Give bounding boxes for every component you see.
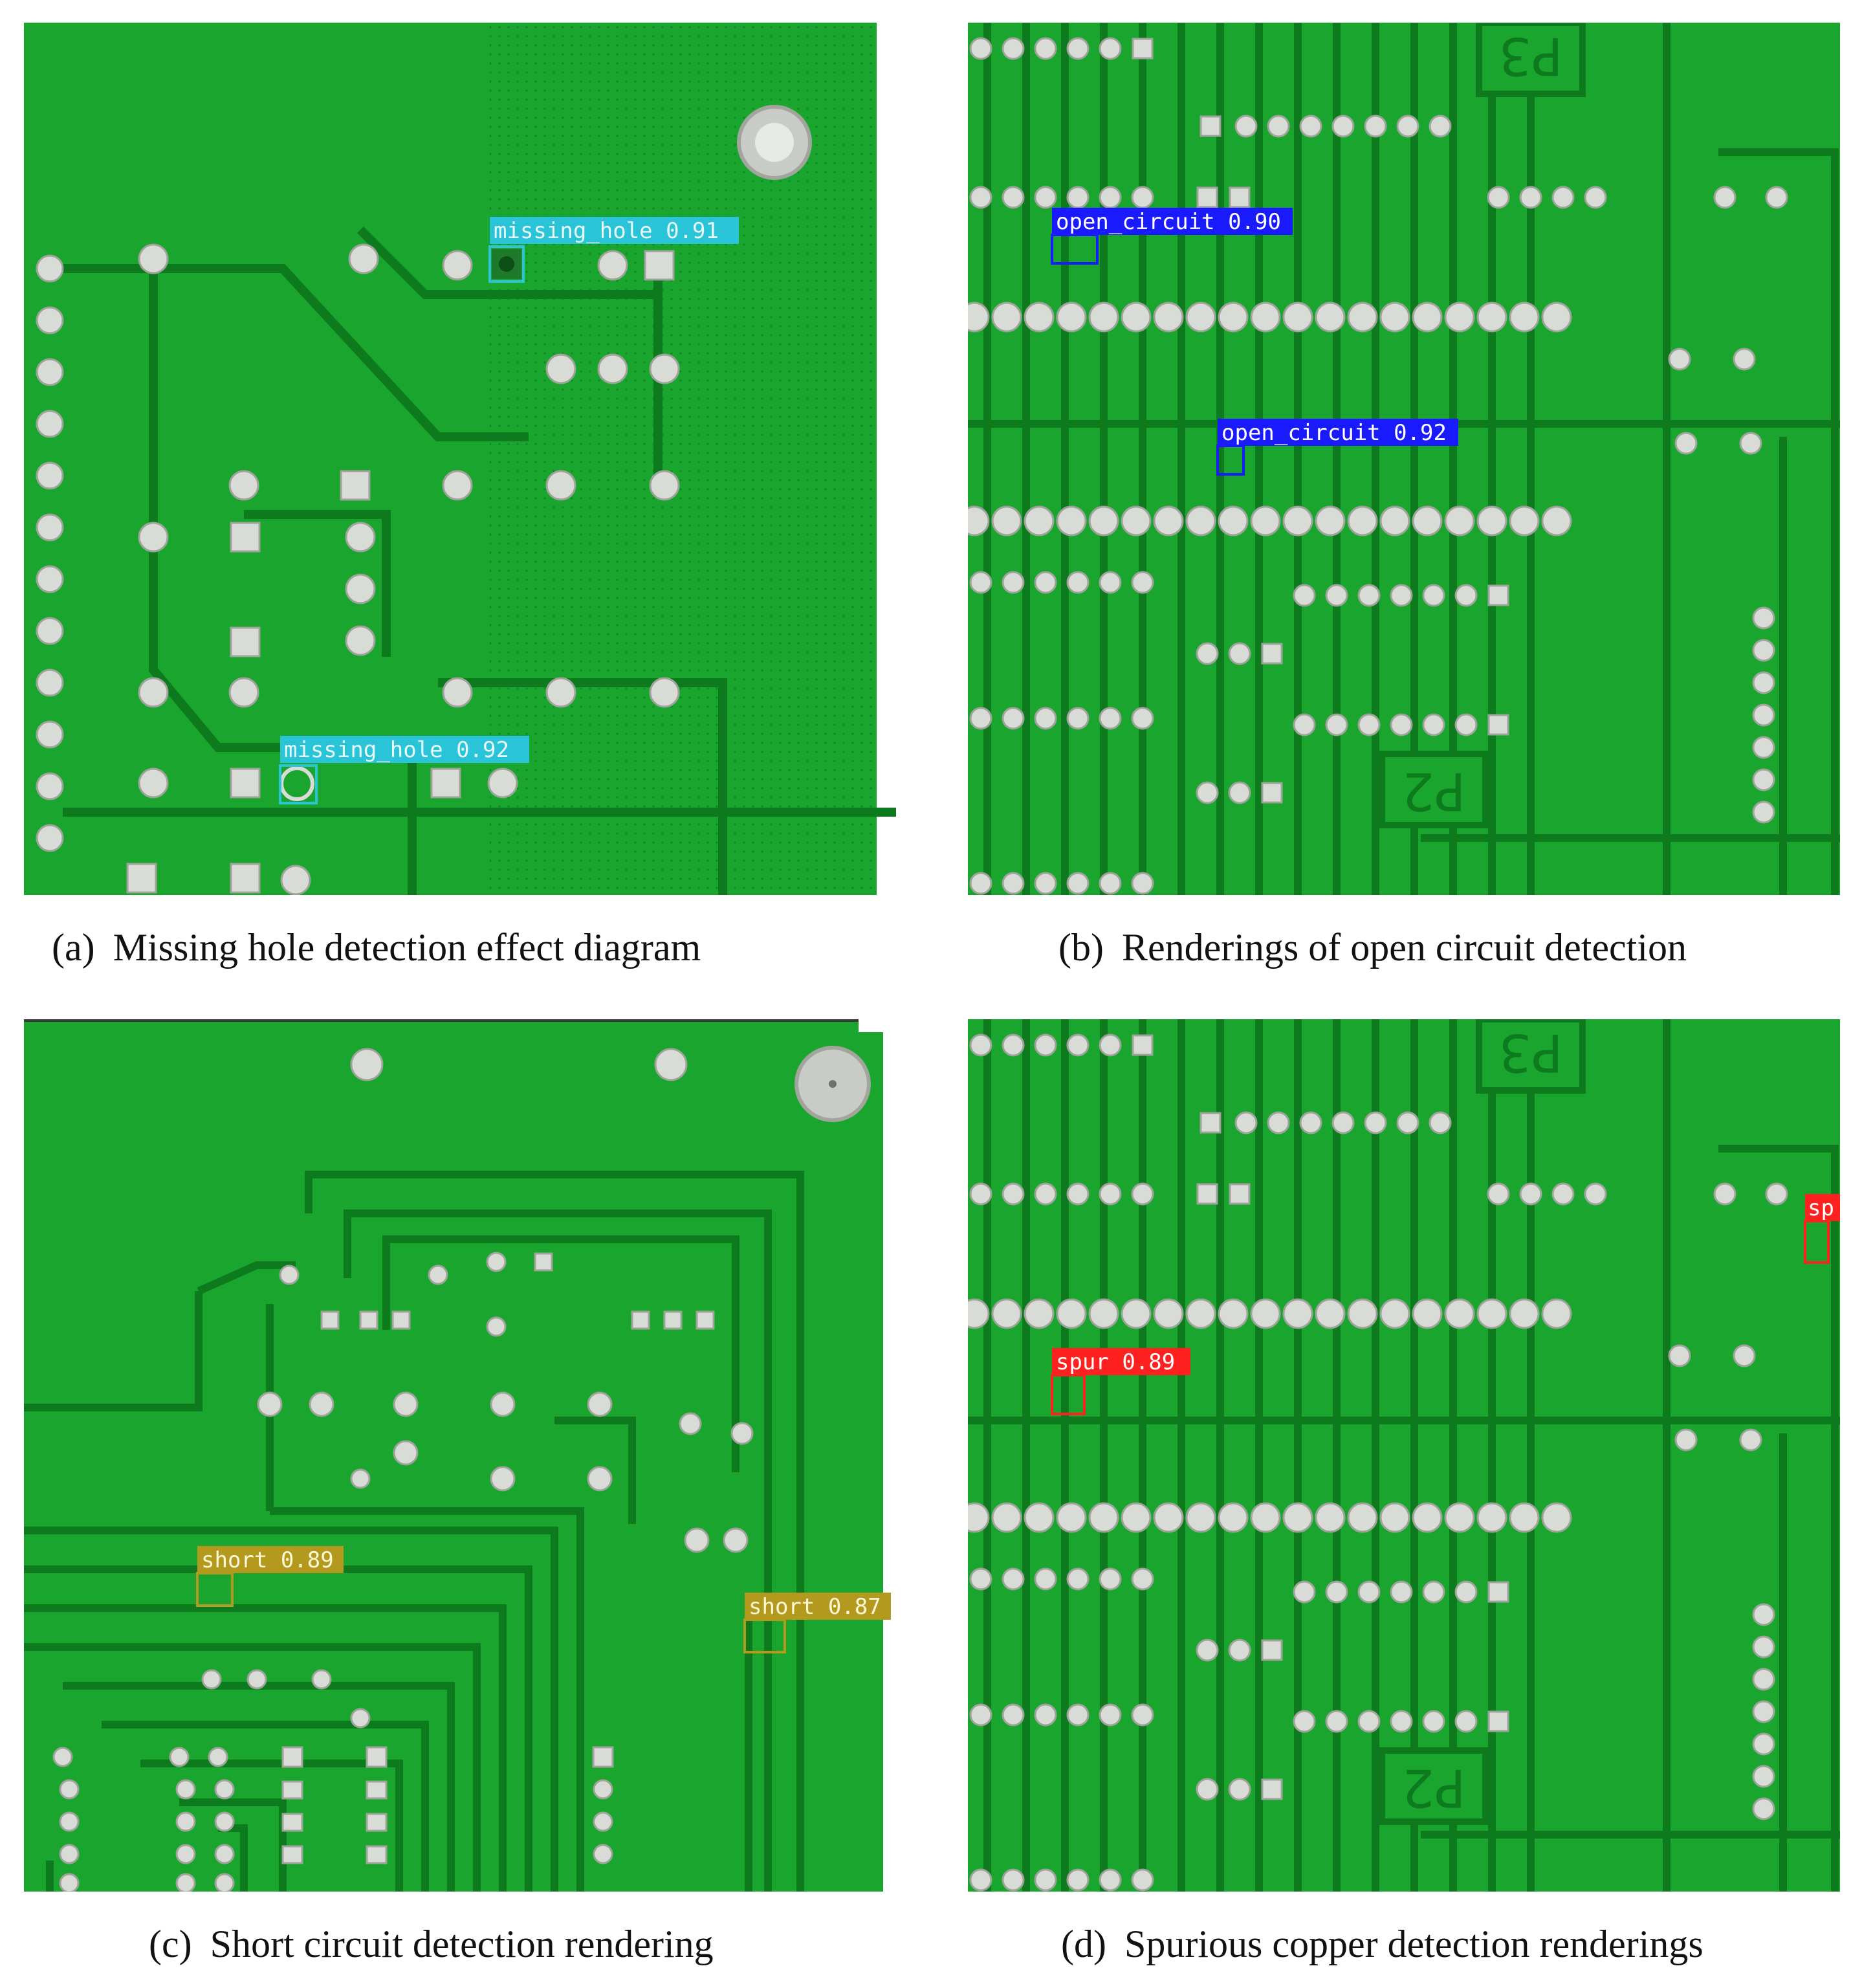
silkscreen-p3: P3 — [1498, 26, 1562, 86]
detection-label: spur 0.89 — [1056, 1349, 1175, 1375]
silkscreen-p2: P2 — [1401, 1758, 1465, 1818]
caption-tag: (a) — [52, 926, 95, 969]
silkscreen-p3: P3 — [1498, 1022, 1562, 1083]
detection-overlay-a: missing_hole 0.91 missing_hole 0.92 — [279, 217, 739, 804]
silkscreen-p2: P2 — [1401, 761, 1465, 821]
detection-overlay-c: short 0.89 short 0.87 — [196, 1546, 891, 1653]
detection-label-bg — [1052, 208, 1293, 235]
detection-label: sp — [1808, 1195, 1834, 1221]
detection-label-bg — [745, 1593, 891, 1620]
detection-box — [1804, 1220, 1830, 1264]
caption-a: (a) Missing hole detection effect diagram — [52, 925, 701, 970]
detection-label: short 0.87 — [749, 1594, 881, 1620]
detection-box — [1051, 1374, 1086, 1415]
detection-label: open_circuit 0.90 — [1056, 209, 1281, 235]
detection-label: missing_hole 0.91 — [494, 218, 719, 244]
pcb-board-a — [24, 23, 896, 895]
detection-label-bg — [1805, 1194, 1840, 1221]
detection-overlay-b: open_circuit 0.90 open_circuit 0.92 — [1051, 208, 1458, 476]
detection-box — [279, 764, 318, 804]
detection-label: missing_hole 0.92 — [284, 737, 509, 763]
caption-tag: (d) — [1061, 1923, 1106, 1965]
caption-tag: (b) — [1058, 926, 1104, 969]
panel-b-image: P3 P2 — [968, 23, 1840, 895]
caption-text: Missing hole detection effect diagram — [113, 926, 701, 969]
detection-box — [196, 1572, 234, 1607]
detection-label: open_circuit 0.92 — [1221, 420, 1447, 446]
caption-tag: (c) — [149, 1923, 192, 1965]
caption-text: Short circuit detection rendering — [210, 1923, 714, 1965]
pcb-board-c — [24, 1019, 896, 1892]
caption-b: (b) Renderings of open circuit detection — [1058, 925, 1687, 970]
detection-overlay-d: spur 0.89 sp — [1051, 1194, 1840, 1415]
caption-d: (d) Spurious copper detection renderings — [1061, 1922, 1703, 1967]
detection-box — [1051, 234, 1099, 265]
detection-box — [1216, 445, 1245, 476]
detection-label-bg — [490, 217, 739, 244]
caption-text: Spurious copper detection renderings — [1124, 1923, 1703, 1965]
pcb-board-b: P3 P2 — [968, 23, 1840, 895]
caption-c: (c) Short circuit detection rendering — [149, 1922, 714, 1967]
panel-c-image: short 0.89 short 0.87 — [24, 1019, 896, 1892]
detection-label-bg — [280, 736, 529, 763]
detection-label-bg — [1052, 1348, 1190, 1375]
detection-box — [488, 245, 525, 283]
detection-label: short 0.89 — [201, 1547, 334, 1573]
pcb-board-d: P3 P2 — [968, 1019, 1840, 1892]
detection-box — [743, 1618, 786, 1653]
panel-d-image: P3 P2 — [968, 1019, 1840, 1892]
caption-text: Renderings of open circuit detection — [1121, 926, 1687, 969]
detection-label-bg — [1218, 419, 1458, 446]
detection-label-bg — [197, 1546, 344, 1573]
panel-a-image: missing_hole 0.91 missing_hole 0.92 — [24, 23, 896, 895]
